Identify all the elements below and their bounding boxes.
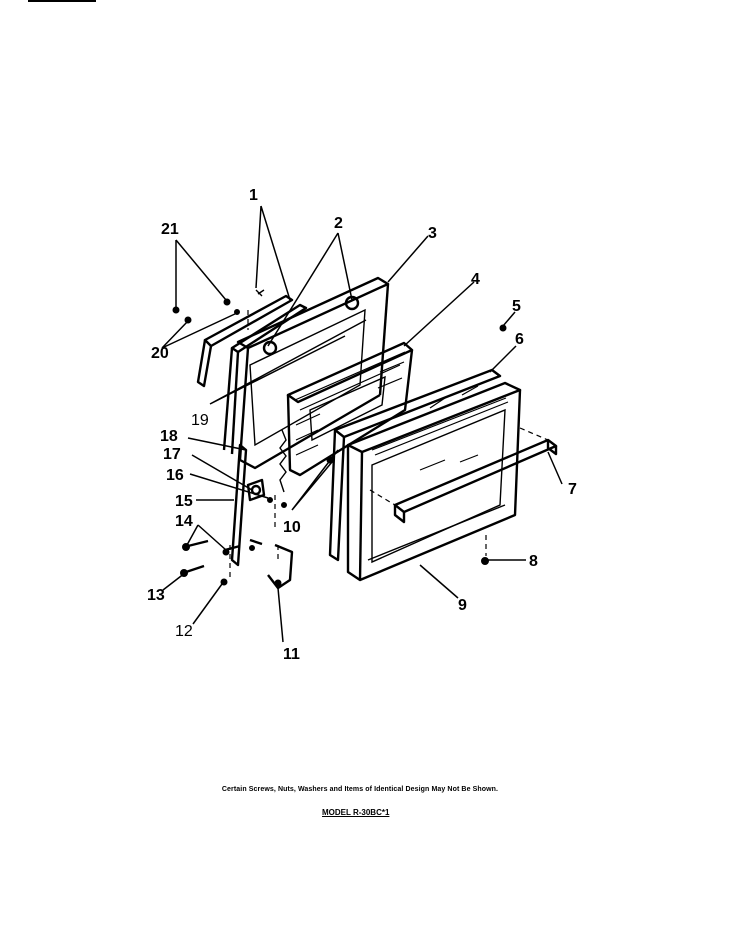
callout-20: 20: [151, 345, 169, 362]
callout-11: 11: [283, 646, 300, 663]
washer-12: [220, 578, 228, 586]
callout-9: 9: [458, 597, 467, 614]
assembly-lines: [229, 310, 487, 578]
callout-17: 17: [163, 446, 181, 463]
callout-5: 5: [512, 298, 521, 315]
part-outer-door: [346, 381, 522, 582]
part-hinge-bracket: [246, 478, 266, 502]
top-edge-mark: [28, 0, 96, 2]
screw-16: [267, 497, 273, 503]
part-inner-door-frame: [236, 276, 390, 470]
callout-21: 21: [161, 221, 179, 238]
callout-18: 18: [160, 428, 178, 445]
screw-8: [481, 557, 489, 565]
part-inner-liner-panel: [222, 295, 360, 455]
callout-15: 15: [175, 493, 193, 510]
part-glass-panel: [328, 368, 502, 562]
part-door-handle: [369, 427, 558, 524]
callout-7: 7: [568, 481, 577, 498]
part-insulation: [286, 341, 414, 477]
callout-16: 16: [166, 467, 184, 484]
part-hinge-spring: [279, 429, 287, 508]
callout-10: 10: [283, 519, 301, 536]
callout-4: 4: [471, 271, 480, 288]
callout-8: 8: [529, 553, 538, 570]
callout-19: 19: [191, 412, 209, 429]
callout-13: 13: [147, 587, 165, 604]
callout-2: 2: [334, 215, 343, 232]
screw-14a: [187, 539, 209, 548]
part-hinge-arm: [230, 443, 294, 590]
hardware-screws: [172, 289, 507, 586]
part-rear-gasket-strip: [196, 294, 294, 388]
screw-21b: [223, 298, 231, 306]
callout-14: 14: [175, 513, 193, 530]
screw-13: [185, 564, 205, 574]
footer-note: Certain Screws, Nuts, Washers and Items …: [221, 786, 499, 793]
callout-6: 6: [515, 331, 524, 348]
callout-3: 3: [428, 225, 437, 242]
callout-12: 12: [175, 623, 193, 640]
leader-lines: [161, 205, 563, 643]
model-number: MODEL R-30BC*1: [322, 808, 390, 817]
clip-1: [255, 289, 265, 297]
callout-1: 1: [249, 187, 258, 204]
callouts: 1 2 3 4 5 6 7 8 9 10 11 12 13 14 15 16 1…: [147, 187, 577, 663]
